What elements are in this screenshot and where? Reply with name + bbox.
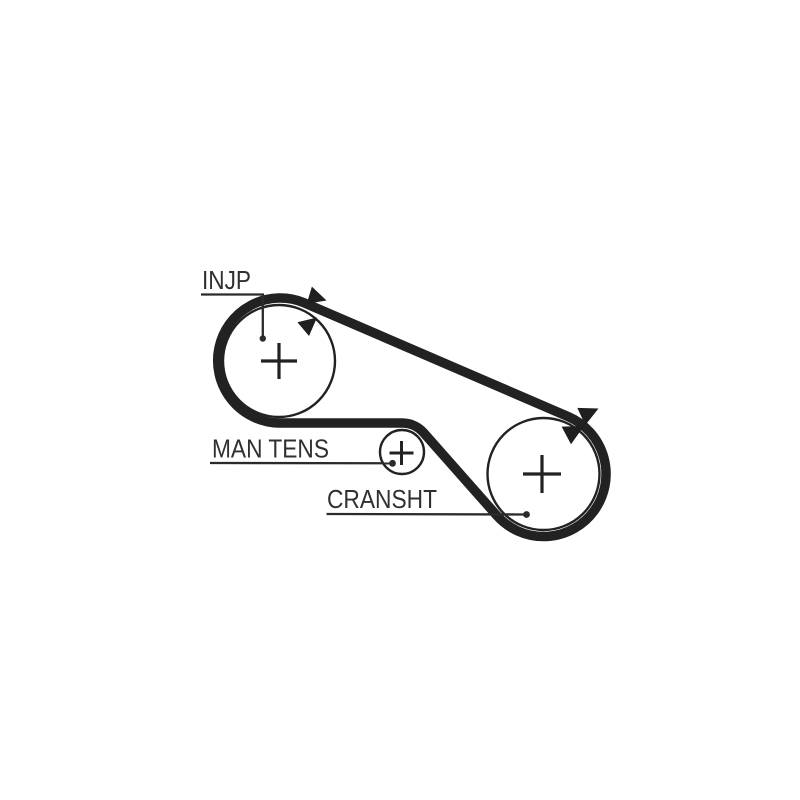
man-tens-label: MAN TENS xyxy=(212,434,329,464)
belt-direction-arrow-cransht-inner xyxy=(561,426,584,445)
injp-leader-dot xyxy=(259,335,266,342)
belt-direction-arrow-injp-inner xyxy=(297,317,317,336)
cransht-center-cross xyxy=(523,455,561,493)
injp-pulley-outline xyxy=(221,303,337,419)
man-tens-leader-dot xyxy=(389,459,396,467)
injp-leader-line xyxy=(201,293,264,338)
cransht-leader-dot xyxy=(523,511,530,518)
belt-direction-arrow-cransht-outer xyxy=(577,407,599,426)
injp-center-cross xyxy=(261,343,297,379)
cransht-pulley-outline xyxy=(486,416,601,532)
man-tens-center-cross xyxy=(389,441,414,465)
man-tens-pulley-outline xyxy=(378,428,426,476)
injp-label: INJP xyxy=(202,265,251,295)
cransht-label: CRANSHT xyxy=(327,484,437,514)
timing-belt xyxy=(212,293,611,542)
belt-direction-arrow-injp-outer xyxy=(306,286,327,304)
cransht-leader-line xyxy=(326,512,527,516)
